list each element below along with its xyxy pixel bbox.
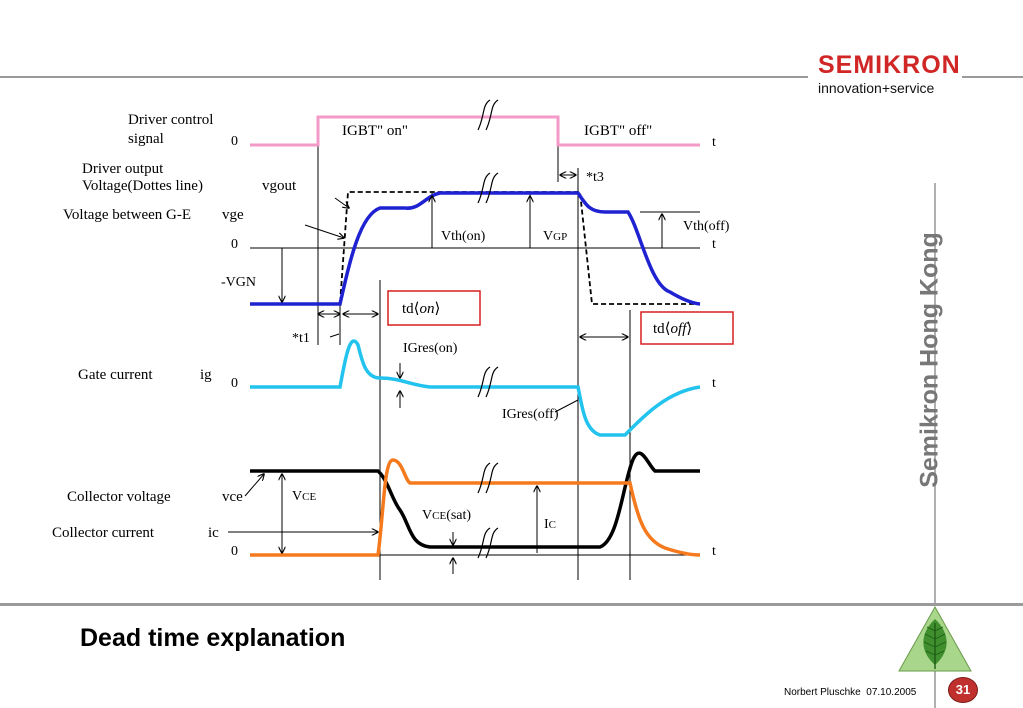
td-off-box [640, 311, 734, 345]
leaf-logo-icon [898, 605, 972, 672]
trace-control-signal [250, 115, 700, 147]
label-gate-current: Gate current [78, 367, 153, 383]
slide-title: Dead time explanation [80, 624, 346, 652]
label-zero-ic: 0 [231, 544, 238, 559]
page-number-badge: 31 [948, 677, 978, 703]
label-t3: *t3 [586, 170, 604, 185]
label-driver-signal: signal [128, 131, 164, 147]
logo-tagline: innovation+service [818, 80, 935, 96]
label-t-vge: t [712, 237, 716, 252]
footer-date: 07.10.2005 [866, 687, 917, 698]
label-driver-output: Driver output [82, 161, 164, 177]
label-t-ig: t [712, 376, 716, 391]
label-driver-control: Driver control [128, 112, 213, 128]
logo-wordmark: SEMIKRON [818, 51, 961, 79]
label-vce: vce [222, 489, 243, 505]
label-vge: vge [222, 207, 244, 223]
trace-vce [250, 451, 700, 549]
label-vth-off: Vth(off) [683, 219, 730, 234]
label-zero-ig: 0 [231, 376, 238, 391]
label-zero-control: 0 [231, 134, 238, 149]
top-rule-right [962, 76, 1023, 78]
label-vgout: vgout [262, 178, 297, 194]
label-td-on: td⟨on⟩ [402, 301, 440, 317]
label-vth-on: Vth(on) [441, 229, 486, 244]
bottom-rule [0, 603, 1023, 606]
top-rule [0, 76, 808, 78]
trace-ic [250, 458, 701, 557]
label-igbt-off: IGBT" off" [584, 123, 652, 139]
footer-credit: Norbert Pluschke 07.10.2005 [784, 687, 916, 698]
label-zero-vge: 0 [231, 237, 238, 252]
label-collector-voltage: Collector voltage [67, 489, 171, 505]
label-vgp: VGP [543, 229, 567, 244]
label-collector-current: Collector current [52, 525, 155, 541]
label-igbt-on: IGBT" on" [342, 123, 408, 139]
trace-vge [250, 191, 701, 306]
label-ic-big: IC [544, 517, 556, 532]
td-on-box [387, 290, 481, 326]
label-igres-on: IGres(on) [403, 341, 458, 356]
label-vce-big: VCE [292, 489, 316, 504]
label-td-off: td⟨off⟩ [653, 321, 692, 337]
side-rule [934, 183, 936, 603]
label-ic: ic [208, 525, 219, 541]
semikron-logo: SEMIKRON innovation+service [818, 51, 961, 96]
side-rule-lower [934, 666, 936, 708]
label-vce-sat: VCE(sat) [422, 508, 471, 523]
label-t1: *t1 [292, 331, 310, 346]
label-voltage-ge: Voltage between G-E [63, 207, 191, 223]
label-ig: ig [200, 367, 212, 383]
dead-time-diagram: Driver control signal 0 Driver output Vo… [52, 99, 734, 580]
label-igres-off: IGres(off) [502, 407, 559, 422]
footer-author: Norbert Pluschke [784, 687, 861, 698]
label-t-control: t [712, 135, 716, 150]
label-driver-output-voltage: Voltage(Dottes line) [82, 178, 203, 194]
label-neg-vgn: -VGN [221, 275, 256, 290]
trace-ig [250, 339, 701, 437]
label-t-ic: t [712, 544, 716, 559]
